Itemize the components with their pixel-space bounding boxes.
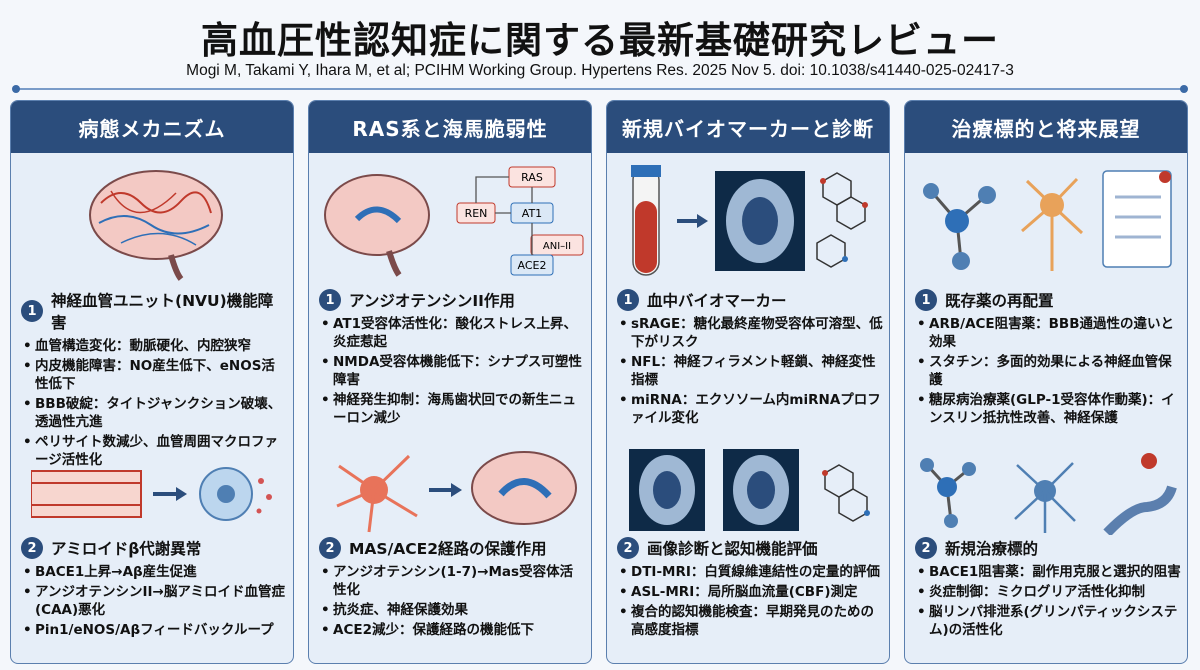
citation: Mogi M, Takami Y, Ihara M, et al; PCIHM …: [186, 62, 1014, 79]
list-item: 糖尿病治療薬(GLP-1受容体作動薬)：インスリン抵抗性改善、神経保護: [917, 391, 1181, 427]
section-number-badge: 1: [319, 289, 341, 311]
brain-vessels-icon: [89, 170, 223, 281]
section-number-badge: 2: [319, 537, 341, 559]
section-nvu: 1 神経血管ユニット(NVU)機能障害 血管構造変化：動脈硬化、内腔狭窄 内皮機…: [21, 289, 287, 471]
list-item: 炎症制御：ミクログリア活性化抑制: [917, 583, 1181, 601]
bullet-list: AT1受容体活性化：酸化ストレス上昇、炎症惹起 NMDA受容体機能低下：シナプス…: [319, 315, 585, 427]
section-title: 血中バイオマーカー: [647, 292, 787, 310]
list-item: AT1受容体活性化：酸化ストレス上昇、炎症惹起: [321, 315, 585, 351]
column-header: 病態メカニズム: [11, 101, 293, 153]
section-number-badge: 1: [21, 300, 43, 322]
drug-targets-icon: [923, 170, 1172, 271]
column-header: RAS系と海馬脆弱性: [309, 101, 591, 153]
list-item: 抗炎症、神経保護効果: [321, 601, 585, 619]
section-angiotensin: 1 アンジオテンシンII作用 AT1受容体活性化：酸化ストレス上昇、炎症惹起 N…: [319, 289, 585, 429]
section-title: 画像診断と認知機能評価: [647, 540, 818, 558]
section-number-badge: 1: [617, 289, 639, 311]
section-title: 神経血管ユニット(NVU)機能障害: [51, 292, 274, 332]
list-item: ACE2減少：保護経路の機能低下: [321, 621, 585, 639]
list-item: miRNA：エクソソーム内miRNAプロファイル変化: [619, 391, 883, 427]
section-title: 既存薬の再配置: [945, 292, 1054, 310]
section-amyloid: 2 アミロイドβ代謝異常 BACE1上昇→Aβ産生促進 アンジオテンシンII→脳…: [21, 537, 287, 641]
list-item: BACE1阻害薬：副作用克服と選択的阻害: [917, 563, 1181, 581]
bullet-list: BACE1阻害薬：副作用克服と選択的阻害 炎症制御：ミクログリア活性化抑制 脳リ…: [915, 563, 1181, 639]
column-header: 新規バイオマーカーと診断: [607, 101, 889, 153]
section-title: アミロイドβ代謝異常: [51, 540, 202, 558]
neuron-hippocampus-icon: [336, 451, 577, 533]
list-item: 内皮機能障害：NO産生低下、eNOS活性低下: [23, 357, 287, 393]
column-therapeutics: 治療標的と将来展望 1 既存薬の再配置 ARB/ACE阻害薬：BBB通過性の違い…: [904, 100, 1188, 664]
bullet-list: 血管構造変化：動脈硬化、内腔狭窄 内皮機能障害：NO産生低下、eNOS活性低下 …: [21, 337, 287, 469]
list-item: NMDA受容体機能低下：シナプス可塑性障害: [321, 353, 585, 389]
vessel-macrophage-icon: [31, 467, 272, 521]
ren-label: REN: [465, 207, 488, 220]
section-number-badge: 2: [21, 537, 43, 559]
section-blood-biomarkers: 1 血中バイオマーカー sRAGE：糖化最終産物受容体可溶型、低下がリスク NF…: [617, 289, 883, 429]
section-title: MAS/ACE2経路の保護作用: [349, 540, 547, 558]
list-item: BACE1上昇→Aβ産生促進: [23, 563, 287, 581]
list-item: アンジオテンシンII→脳アミロイド血管症(CAA)悪化: [23, 583, 287, 619]
list-item: 複合的認知機能検査：早期発見のための高感度指標: [619, 603, 883, 639]
ace2-label: ACE2: [518, 259, 547, 272]
column-biomarkers: 新規バイオマーカーと診断 1 血中バイオマーカー sRAGE：糖化最終産物受容体…: [606, 100, 890, 664]
list-item: ASL-MRI：局所脳血流量(CBF)測定: [619, 583, 883, 601]
ras-label: RAS: [521, 171, 543, 184]
section-number-badge: 2: [915, 537, 937, 559]
section-number-badge: 1: [915, 289, 937, 311]
title-divider: [12, 85, 1188, 93]
column-pathology: 病態メカニズム 1 神経血管ユニット(NVU)機能障害 血管構造変化：動脈硬化、…: [10, 100, 294, 664]
list-item: 神経発生抑制：海馬歯状回での新生ニューロン減少: [321, 391, 585, 427]
brain-icon: [324, 174, 430, 256]
section-title: 新規治療標的: [945, 540, 1039, 558]
section-mas-ace2: 2 MAS/ACE2経路の保護作用 アンジオテンシン(1-7)→Mas受容体活性…: [319, 537, 585, 641]
bullet-list: BACE1上昇→Aβ産生促進 アンジオテンシンII→脳アミロイド血管症(CAA)…: [21, 563, 287, 639]
column-ras: RAS系と海馬脆弱性 RAS REN AT1 ANI–II ACE2 1 アンジ…: [308, 100, 592, 664]
ras-pathway-diagram: RAS REN AT1 ANI–II ACE2: [324, 166, 584, 277]
list-item: スタチン：多面的効果による神経血管保護: [917, 353, 1181, 389]
bullet-list: アンジオテンシン(1-7)→Mas受容体活性化 抗炎症、神経保護効果 ACE2減…: [319, 563, 585, 639]
new-targets-icon: [920, 453, 1177, 535]
section-new-targets: 2 新規治療標的 BACE1阻害薬：副作用克服と選択的阻害 炎症制御：ミクログリ…: [915, 537, 1181, 641]
section-imaging: 2 画像診断と認知機能評価 DTI-MRI：白質線維連結性の定量的評価 ASL-…: [617, 537, 883, 641]
page-title: 高血圧性認知症に関する最新基礎研究レビュー: [201, 19, 999, 62]
list-item: Pin1/eNOS/Aβフィードバックループ: [23, 621, 287, 639]
list-item: sRAGE：糖化最終産物受容体可溶型、低下がリスク: [619, 315, 883, 351]
list-item: NFL：神経フィラメント軽鎖、神経変性指標: [619, 353, 883, 389]
list-item: BBB破綻：タイトジャンクション破壊、透過性亢進: [23, 395, 287, 431]
at1-label: AT1: [522, 207, 542, 220]
list-item: アンジオテンシン(1-7)→Mas受容体活性化: [321, 563, 585, 599]
list-item: DTI-MRI：白質線維連結性の定量的評価: [619, 563, 883, 581]
bullet-list: DTI-MRI：白質線維連結性の定量的評価 ASL-MRI：局所脳血流量(CBF…: [617, 563, 883, 639]
list-item: ペリサイト数減少、血管周囲マクロファージ活性化: [23, 433, 287, 469]
section-title: アンジオテンシンII作用: [349, 292, 515, 310]
bullet-list: sRAGE：糖化最終産物受容体可溶型、低下がリスク NFL：神経フィラメント軽鎖…: [617, 315, 883, 427]
section-number-badge: 2: [617, 537, 639, 559]
ani-label: ANI–II: [543, 241, 571, 252]
blood-mri-molecule-icon: [631, 165, 868, 276]
list-item: ARB/ACE阻害薬：BBB通過性の違いと効果: [917, 315, 1181, 351]
column-header: 治療標的と将来展望: [905, 101, 1187, 153]
bullet-list: ARB/ACE阻害薬：BBB通過性の違いと効果 スタチン：多面的効果による神経血…: [915, 315, 1181, 427]
mri-scans-icon: [629, 449, 870, 531]
list-item: 血管構造変化：動脈硬化、内腔狭窄: [23, 337, 287, 355]
section-repurposing: 1 既存薬の再配置 ARB/ACE阻害薬：BBB通過性の違いと効果 スタチン：多…: [915, 289, 1181, 429]
list-item: 脳リンパ排泄系(グリンパティックシステム)の活性化: [917, 603, 1181, 639]
